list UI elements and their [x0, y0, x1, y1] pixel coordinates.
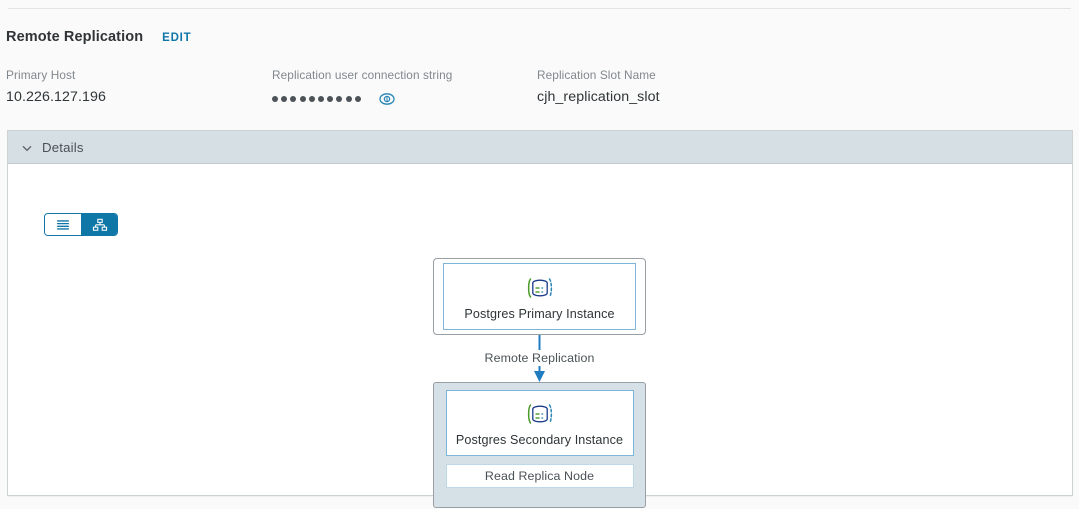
- topology-view-icon[interactable]: [81, 214, 117, 235]
- field-replication-slot-name: Replication Slot Name cjh_replication_sl…: [537, 68, 660, 105]
- edit-link[interactable]: EDIT: [162, 32, 192, 44]
- field-value: 10.226.127.196: [6, 89, 107, 105]
- eye-icon[interactable]: [379, 91, 395, 107]
- field-primary-host: Primary Host 10.226.127.196: [6, 68, 106, 105]
- node-secondary-label: Postgres Secondary Instance: [455, 433, 624, 447]
- details-card: Details: [7, 130, 1073, 508]
- node-postgres-primary[interactable]: Postgres Primary Instance: [433, 258, 646, 335]
- field-label: Replication Slot Name: [537, 68, 656, 82]
- connector-label: Remote Replication: [433, 350, 646, 366]
- details-title: Details: [42, 139, 84, 155]
- list-view-icon[interactable]: [45, 214, 81, 235]
- view-mode-toggle[interactable]: [45, 214, 117, 235]
- masked-value: [272, 96, 361, 102]
- node-primary-label: Postgres Primary Instance: [464, 306, 615, 321]
- page-title: Remote Replication: [6, 29, 144, 45]
- database-icon: [525, 273, 555, 303]
- field-connection-string: Replication user connection string: [272, 68, 452, 107]
- node-read-replica[interactable]: Read Replica Node: [445, 464, 634, 488]
- top-divider: [8, 8, 1071, 9]
- node-primary-inner: Postgres Primary Instance: [443, 263, 636, 330]
- section-header: Remote Replication EDIT: [6, 29, 191, 45]
- database-icon: [525, 399, 555, 429]
- topology-diagram: Postgres Primary Instance Remote Replica…: [8, 164, 1072, 508]
- field-value: cjh_replication_slot: [537, 89, 660, 105]
- node-postgres-secondary-group[interactable]: Postgres Secondary Instance Read Replica…: [433, 382, 646, 508]
- field-label: Primary Host: [6, 68, 76, 82]
- node-secondary-inner: Postgres Secondary Instance: [445, 390, 634, 456]
- masked-value-row: [272, 91, 452, 107]
- field-label: Replication user connection string: [272, 68, 453, 82]
- chevron-down-icon[interactable]: [21, 141, 33, 153]
- details-card-header[interactable]: Details: [8, 131, 1072, 164]
- details-card-body: Postgres Primary Instance Remote Replica…: [8, 164, 1072, 508]
- node-read-replica-label: Read Replica Node: [484, 469, 595, 483]
